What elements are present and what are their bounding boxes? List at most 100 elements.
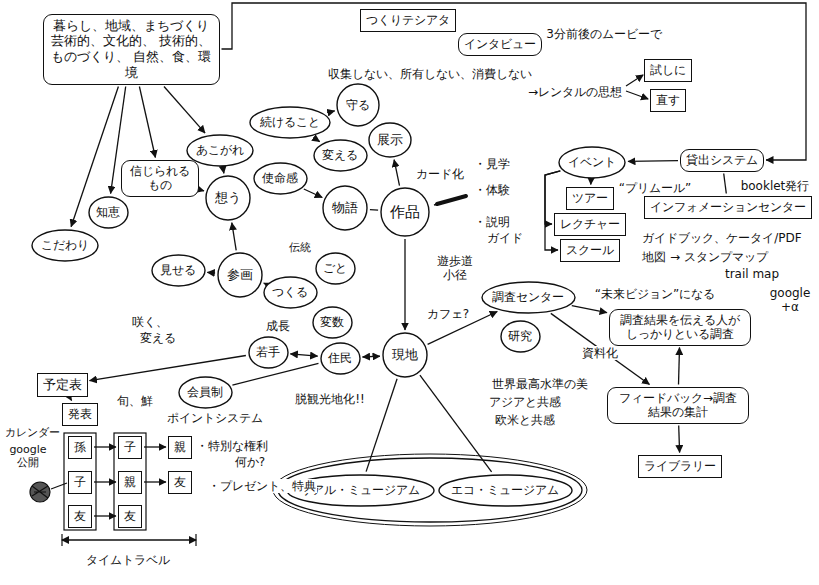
box-node: 孫 (68, 436, 92, 459)
note-label-holder: 収集しない、所有しない、消費しない (327, 63, 533, 82)
node-outline-ellipse (152, 255, 205, 286)
node-text: 貸出システム (686, 153, 758, 167)
box-node: 友 (68, 505, 92, 528)
connector-label: 資料化 (581, 346, 619, 360)
node-outline-ellipse (439, 475, 572, 506)
connector (363, 356, 381, 358)
box-node: 試しに (644, 59, 692, 82)
box-node: インタビュー (458, 33, 542, 56)
node-text: 展示 (377, 132, 403, 148)
note-label: 欧米と共感 (494, 413, 556, 427)
connector (222, 3, 807, 160)
note-label-holder: カレンダー (4, 421, 61, 440)
connector (420, 375, 492, 472)
pen-tip (434, 204, 438, 205)
node-outline-ellipse (264, 277, 317, 308)
note-label: 地図 → スタンプマップ (641, 250, 769, 264)
note-label: ・説明 (473, 215, 511, 229)
note-label: ・特別な権利 (195, 439, 269, 453)
box-node: 予定表 (37, 373, 88, 397)
box-node: 信じられる もの (121, 160, 199, 197)
circle-node: 想う (205, 175, 251, 221)
node-text: 物語 (332, 200, 358, 216)
ellipse-node: 調査センター (481, 281, 576, 314)
note-label-holder: ガイド (486, 227, 524, 246)
note-label-holder: “プリムール” (618, 177, 692, 196)
ellipse-node: 使命感 (253, 162, 308, 195)
node-text: 住民 (328, 351, 352, 365)
note-label: カフェ? (426, 307, 470, 321)
node-outline-ellipse (482, 282, 575, 313)
node-text: 想う (215, 190, 241, 206)
note-label: 咲く、 (131, 315, 169, 329)
box-node: インフォメーションセンター (644, 196, 812, 219)
time-tick (195, 534, 196, 546)
note-label-holder: ・体験 (473, 179, 511, 198)
ellipse-node: イベント (558, 146, 626, 179)
node-text: 会員制 (187, 385, 223, 399)
connector (394, 160, 399, 186)
node-text: 発表 (68, 407, 92, 421)
node-text: 若手 (256, 345, 280, 359)
note-label: ガイドブック、ケータイ/PDF (641, 231, 802, 245)
node-outline-ellipse (501, 321, 540, 352)
box-node: 子 (68, 471, 92, 494)
node-outline-ellipse (313, 307, 352, 338)
box-node: ツアー (566, 187, 614, 210)
box-node: 親 (118, 471, 142, 494)
connector (572, 306, 607, 313)
ellipse-node: 研究 (500, 320, 541, 353)
node-text: 知恵 (96, 205, 120, 219)
node-outline-ellipse (206, 176, 250, 220)
circle-node: 守る (336, 83, 380, 127)
note-label: アジアと共感 (488, 395, 562, 409)
circle-node: 作品 (380, 187, 430, 237)
note-label-holder: ・特別な権利 (195, 435, 269, 454)
ellipse-node: 会員制 (178, 376, 233, 409)
note-label: 3分前後のムービーで (545, 27, 663, 41)
note-label: 収集しない、所有しない、消費しない (327, 67, 533, 81)
node-outline-ellipse (314, 140, 367, 171)
node-text: 信じられる もの (127, 164, 193, 193)
connector (201, 189, 204, 191)
node-text: 見せる (160, 263, 196, 277)
box-node: 友 (118, 505, 142, 528)
note-label-holder: google 公開 (5, 443, 51, 470)
node-outline-ellipse (89, 197, 128, 228)
node-text: リアル・ミュージアム (300, 483, 420, 497)
node-text: 友 (74, 509, 86, 523)
museum-outline (273, 454, 587, 526)
note-label: 脱観光地化!! (294, 392, 366, 406)
node-text: 調査センター (492, 290, 564, 304)
connector (94, 515, 116, 516)
node-text: 調査結果を伝える人がしっかりといる調査 (615, 313, 745, 342)
node-text: エコ・ミュージアム (451, 483, 559, 497)
note-label: 成長 (265, 319, 291, 333)
note-label: “プリムール” (618, 181, 692, 195)
connector (370, 209, 378, 211)
circle-node: 現地 (382, 332, 428, 378)
node-outline-ellipse (250, 107, 330, 138)
connector (207, 272, 215, 274)
note-label: カード化 (415, 167, 465, 181)
ellipse-node: 変数 (312, 306, 353, 339)
node-text: 使命感 (262, 171, 298, 185)
connector (222, 168, 224, 173)
node-text: 親 (124, 475, 136, 489)
node-text: 変数 (320, 315, 344, 329)
note-label: “未来ビジョン”になる (594, 287, 716, 301)
circle-node: 参画 (217, 252, 263, 298)
node-outline-ellipse (323, 186, 367, 230)
note-label-holder: ・プレゼント、特典 (207, 475, 317, 494)
ellipse-node: つくる (263, 276, 318, 309)
note-label: 旬、鮮 (116, 394, 154, 408)
box-node: 友 (168, 471, 192, 494)
node-text: スクール (566, 243, 614, 257)
box-node: 調査結果を伝える人がしっかりといる調査 (609, 309, 751, 346)
node-text: インタビュー (464, 37, 536, 51)
box-node: つくりテシアタ (360, 9, 456, 32)
node-outline-ellipse (369, 123, 411, 157)
note-label-holder: “未来ビジョン”になる (594, 283, 716, 302)
node-text: 孫 (74, 440, 86, 454)
note-label: ・見学 (473, 157, 511, 171)
